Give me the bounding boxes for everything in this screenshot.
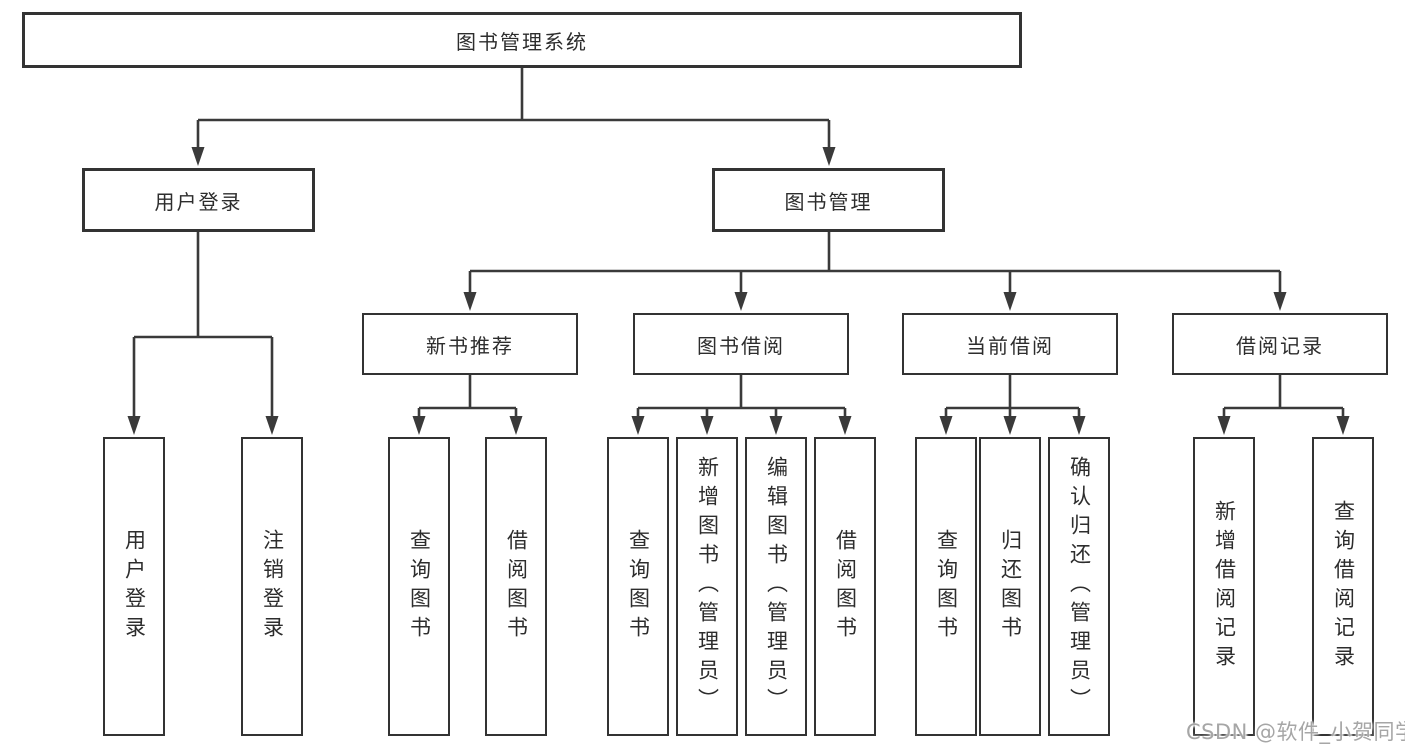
- leaf-query-books-borrow: 查询图书: [607, 437, 669, 736]
- node-user-login: 用户登录: [82, 168, 315, 232]
- node-library-management-system: 图书管理系统: [22, 12, 1022, 68]
- leaf-label: 借阅图书: [504, 528, 529, 645]
- leaf-add-borrow-record: 新增借阅记录: [1193, 437, 1255, 736]
- leaf-query-borrow-record: 查询借阅记录: [1312, 437, 1374, 736]
- node-current-borrow: 当前借阅: [902, 313, 1118, 375]
- arrowhead-icon: [127, 147, 1350, 435]
- leaf-label: 编辑图书（管理员）: [764, 456, 789, 717]
- node-borrow-records: 借阅记录: [1172, 313, 1388, 375]
- leaf-user-login: 用户登录: [103, 437, 165, 736]
- leaf-confirm-return-admin: 确认归还（管理员）: [1048, 437, 1110, 736]
- leaf-edit-books-admin: 编辑图书（管理员）: [745, 437, 807, 736]
- leaf-label: 借阅图书: [833, 528, 858, 645]
- node-book-borrow: 图书借阅: [633, 313, 849, 375]
- leaf-query-books-recommend: 查询图书: [388, 437, 450, 736]
- leaf-borrow-books: 借阅图书: [814, 437, 876, 736]
- tree-edges: [132, 68, 1345, 418]
- node-book-management: 图书管理: [712, 168, 945, 232]
- leaf-logout: 注销登录: [241, 437, 303, 736]
- leaf-add-books-admin: 新增图书（管理员）: [676, 437, 738, 736]
- leaf-label: 注销登录: [260, 528, 285, 645]
- leaf-label: 确认归还（管理员）: [1067, 456, 1092, 717]
- leaf-borrow-books-recommend: 借阅图书: [485, 437, 547, 736]
- leaf-label: 查询图书: [934, 528, 959, 645]
- leaf-query-books-current: 查询图书: [915, 437, 977, 736]
- leaf-label: 新增图书（管理员）: [695, 456, 720, 717]
- leaf-return-books: 归还图书: [979, 437, 1041, 736]
- leaf-label: 新增借阅记录: [1212, 499, 1237, 674]
- leaf-label: 查询借阅记录: [1331, 499, 1356, 674]
- leaf-label: 归还图书: [998, 528, 1023, 645]
- leaf-label: 查询图书: [407, 528, 432, 645]
- node-new-book-recommend: 新书推荐: [362, 313, 578, 375]
- leaf-label: 查询图书: [626, 528, 651, 645]
- csdn-watermark: CSDN @软件_小贺同学: [1186, 720, 1405, 744]
- leaf-label: 用户登录: [122, 528, 147, 645]
